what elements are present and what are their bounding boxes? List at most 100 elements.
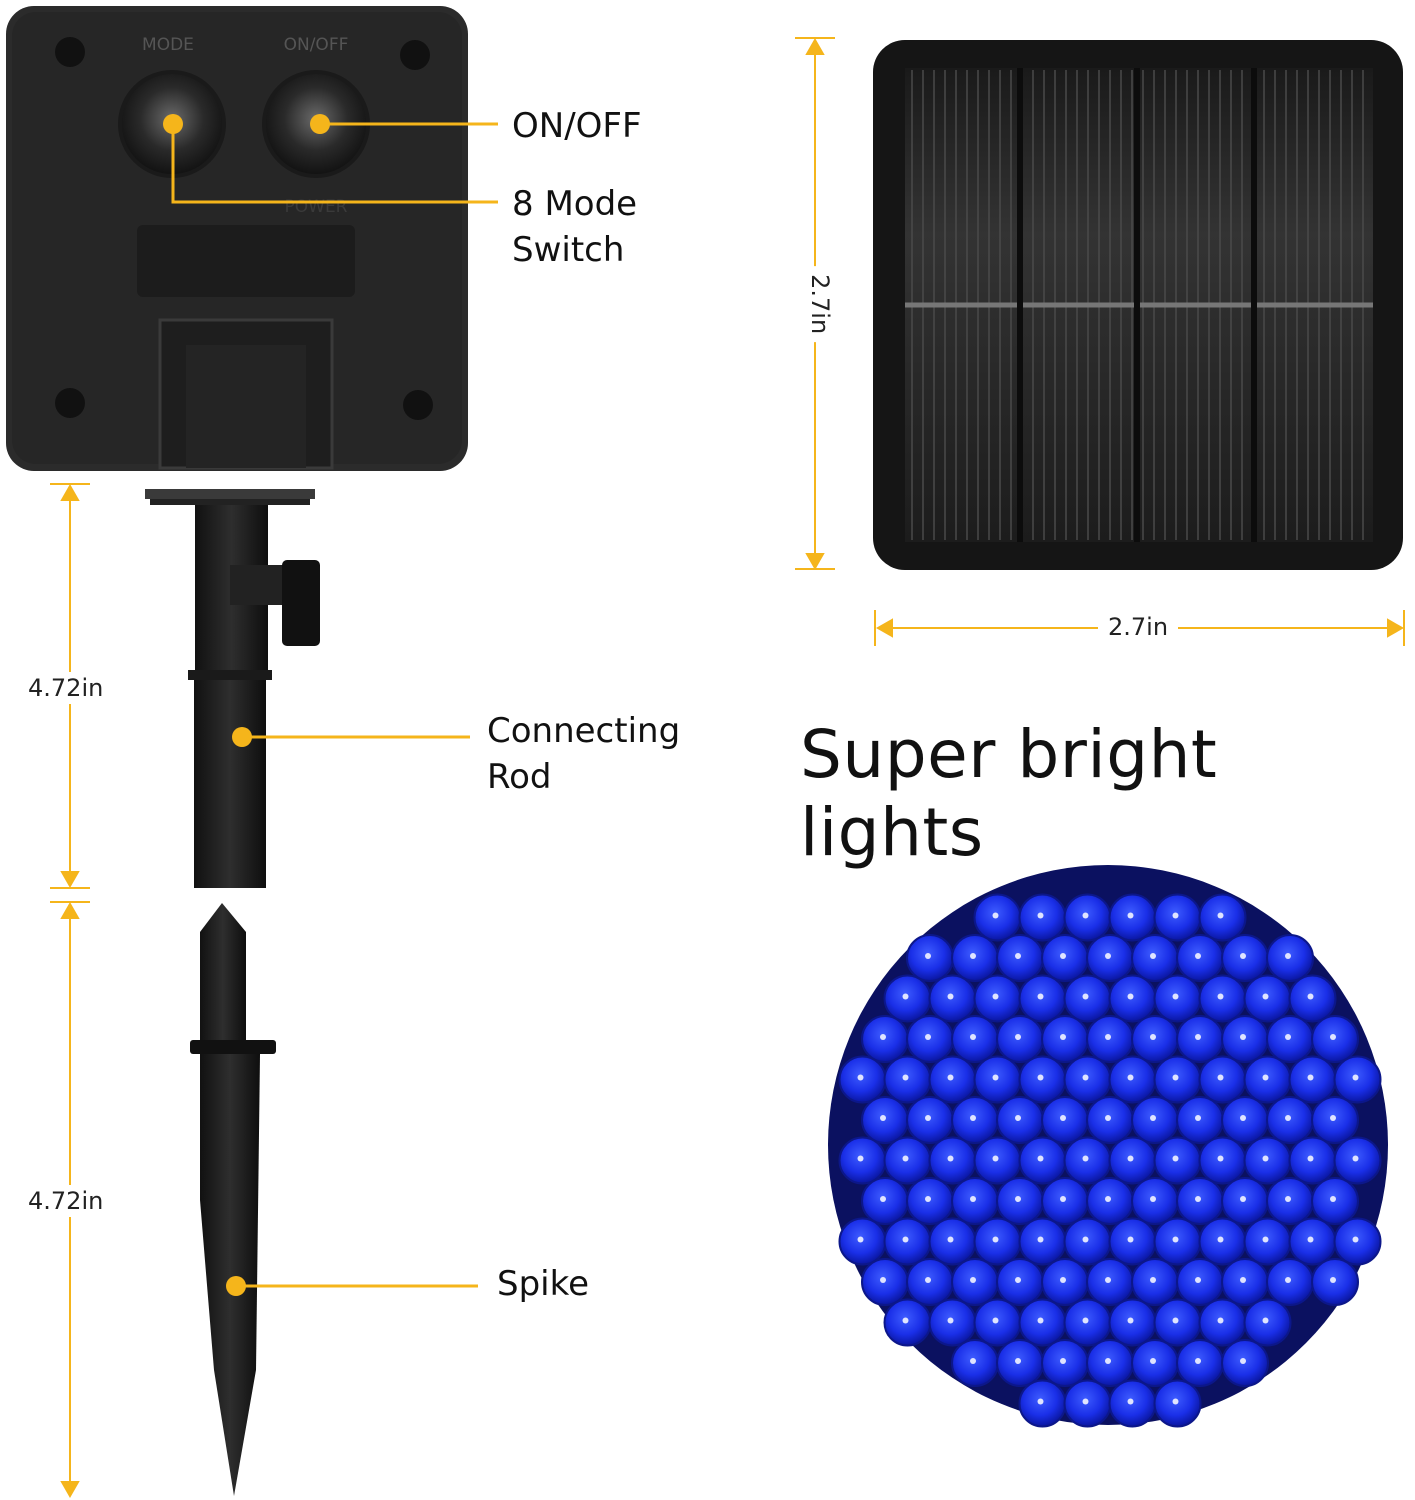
- led-highlight: [1105, 1196, 1111, 1202]
- led-highlight: [1240, 1277, 1246, 1283]
- led-highlight: [992, 1236, 999, 1243]
- led-highlight: [1240, 1115, 1246, 1121]
- panel-height-label: 2.7in: [805, 266, 835, 343]
- led-highlight: [1150, 1115, 1156, 1121]
- led-highlight: [902, 993, 909, 1000]
- headline: Super bright lights: [800, 716, 1218, 871]
- led-highlight: [1127, 1236, 1134, 1243]
- led-highlight: [1105, 1034, 1111, 1040]
- led-highlight: [880, 1196, 886, 1202]
- callout-dot-icon: [226, 1276, 246, 1296]
- led-highlight: [1217, 1155, 1224, 1162]
- led-highlight: [880, 1115, 886, 1121]
- led-highlight: [1195, 953, 1201, 959]
- led-highlight: [1105, 1115, 1111, 1121]
- led-light-cluster: [828, 865, 1388, 1428]
- led-highlight: [970, 1196, 976, 1202]
- led-highlight: [1060, 1034, 1066, 1040]
- mode-callout: [163, 114, 498, 204]
- led-highlight: [1105, 953, 1111, 959]
- screw-icon: [400, 40, 430, 70]
- led-highlight: [1172, 993, 1179, 1000]
- on-off-callout-label: ON/OFF: [512, 106, 642, 146]
- led-highlight: [1262, 993, 1269, 1000]
- spike-length-label: 4.72in: [28, 1185, 104, 1218]
- led-highlight: [1082, 1317, 1089, 1324]
- led-highlight: [970, 1277, 976, 1283]
- led-highlight: [947, 1317, 954, 1324]
- led-highlight: [1307, 1236, 1314, 1243]
- control-box: MODE ON/OFF POWER: [6, 6, 468, 471]
- rod-length-label: 4.72in: [28, 672, 104, 705]
- led-highlight: [1082, 993, 1089, 1000]
- led-highlight: [902, 1074, 909, 1081]
- led-highlight: [1082, 1155, 1089, 1162]
- led-highlight: [1082, 1074, 1089, 1081]
- led-highlight: [1307, 1155, 1314, 1162]
- led-highlight: [857, 1074, 864, 1081]
- dimension-arrow-icon: [60, 871, 80, 889]
- led-highlight: [1195, 1115, 1201, 1121]
- led-highlight: [1060, 1115, 1066, 1121]
- led-highlight: [1015, 1277, 1021, 1283]
- led-highlight: [1285, 1196, 1291, 1202]
- led-highlight: [992, 993, 999, 1000]
- led-highlight: [992, 1155, 999, 1162]
- led-highlight: [1060, 1196, 1066, 1202]
- led-highlight: [902, 1236, 909, 1243]
- on-off-callout: [310, 114, 498, 134]
- led-highlight: [1082, 912, 1089, 919]
- led-highlight: [1240, 1358, 1246, 1364]
- led-highlight: [1330, 1196, 1336, 1202]
- mode-button-label: MODE: [142, 35, 194, 55]
- led-highlight: [925, 953, 931, 959]
- led-highlight: [1015, 1034, 1021, 1040]
- rod-callout-label-line2: Rod: [487, 757, 552, 797]
- adjust-knob: [282, 560, 320, 646]
- led-highlight: [1262, 1317, 1269, 1324]
- led-highlight: [970, 1034, 976, 1040]
- led-highlight: [1127, 912, 1134, 919]
- led-highlight: [1195, 1277, 1201, 1283]
- led-highlight: [947, 1155, 954, 1162]
- led-highlight: [1172, 912, 1179, 919]
- led-highlight: [1172, 1317, 1179, 1324]
- led-highlight: [1195, 1358, 1201, 1364]
- panel-width-label: 2.7in: [1098, 613, 1179, 642]
- led-highlight: [1060, 953, 1066, 959]
- dimension-arrow-icon: [805, 37, 825, 55]
- led-highlight: [970, 953, 976, 959]
- rod-callout: [232, 727, 470, 747]
- rod-callout-label-line1: Connecting: [487, 711, 681, 751]
- led-highlight: [925, 1196, 931, 1202]
- led-highlight: [1285, 1034, 1291, 1040]
- solar-panel: [873, 40, 1403, 570]
- dimension-arrow-icon: [875, 618, 893, 638]
- led-highlight: [857, 1155, 864, 1162]
- led-highlight: [1330, 1115, 1336, 1121]
- led-highlight: [992, 1317, 999, 1324]
- led-highlight: [947, 1236, 954, 1243]
- led-highlight: [1285, 1277, 1291, 1283]
- mode-callout-label-line1: 8 Mode: [512, 184, 638, 224]
- callout-dot-icon: [232, 727, 252, 747]
- led-highlight: [1307, 993, 1314, 1000]
- led-highlight: [1150, 953, 1156, 959]
- led-highlight: [1172, 1398, 1179, 1405]
- dimension-arrow-icon: [805, 553, 825, 571]
- led-highlight: [1037, 1074, 1044, 1081]
- led-highlight: [1150, 1358, 1156, 1364]
- callout-dot-icon: [163, 114, 183, 134]
- led-highlight: [925, 1034, 931, 1040]
- led-highlight: [1037, 993, 1044, 1000]
- led-highlight: [1262, 1236, 1269, 1243]
- led-highlight: [1262, 1155, 1269, 1162]
- led-highlight: [1262, 1074, 1269, 1081]
- led-highlight: [1037, 1236, 1044, 1243]
- led-highlight: [880, 1277, 886, 1283]
- led-highlight: [1352, 1074, 1359, 1081]
- led-highlight: [1172, 1155, 1179, 1162]
- led-highlight: [1037, 1398, 1044, 1405]
- led-highlight: [1330, 1277, 1336, 1283]
- led-highlight: [1330, 1034, 1336, 1040]
